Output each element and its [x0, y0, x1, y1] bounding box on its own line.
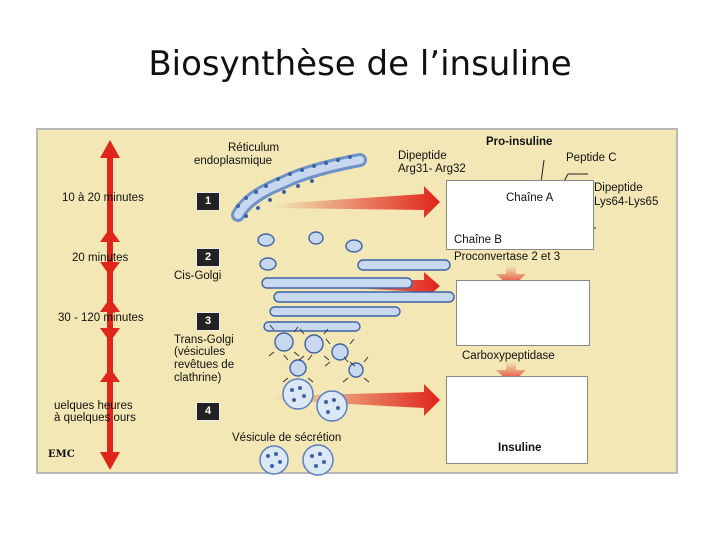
time-label-3: 30 - 120 minutes: [58, 312, 144, 324]
diagram-panel: 10 à 20 minutes 20 minutes 30 - 120 minu…: [36, 128, 678, 476]
trans-golgi-label-4: clathrine): [174, 372, 222, 384]
emc-logo: EMC: [48, 449, 75, 460]
trans-golgi-label-2: (vésicules: [174, 346, 226, 358]
dipeptide1-label-2: Arg31- Arg32: [398, 163, 466, 175]
step-badge-3: 3: [196, 312, 220, 331]
intermediate-box: [456, 280, 590, 346]
trans-golgi-label-1: Trans-Golgi: [174, 334, 234, 346]
secretory-vesicles-icon: [259, 378, 348, 476]
time-label-1: 10 à 20 minutes: [62, 192, 144, 204]
peptide-c-label: Peptide C: [566, 152, 617, 164]
endoplasmic-reticulum-icon: [231, 153, 367, 222]
insulin-label: Insuline: [498, 442, 542, 454]
dipeptide1-label-1: Dipeptide: [398, 150, 447, 162]
trans-golgi-icon: [263, 321, 370, 383]
insulin-box: [446, 376, 588, 464]
trans-golgi-label-3: revêtues de: [174, 359, 235, 371]
proinsulin-label: Pro-insuline: [486, 136, 553, 148]
re-label-2: endoplasmique: [194, 155, 273, 167]
cis-golgi-icon: [257, 231, 455, 317]
slide-title: Biosynthèse de l’insuline: [148, 44, 572, 84]
time-label-4a: uelques heures: [54, 400, 133, 412]
enzyme2-label: Carboxypeptidase: [462, 350, 555, 362]
time-label-4b: à quelques ours: [54, 412, 136, 424]
enzyme1-label: Proconvertase 2 et 3: [454, 251, 561, 263]
vesicle-label: Vésicule de sécrétion: [232, 432, 342, 444]
chain-b-label: Chaîne B: [454, 234, 502, 246]
dipeptide2-label-2: Lys64-Lys65: [594, 196, 659, 208]
step-badge-1: 1: [196, 192, 220, 211]
re-label-1: Réticulum: [228, 142, 280, 154]
chain-a-label: Chaîne A: [506, 192, 554, 204]
proinsulin-box: [446, 180, 594, 250]
cis-golgi-label: Cis-Golgi: [174, 270, 222, 282]
dipeptide2-label-1: Dipeptide: [594, 182, 643, 194]
time-arrow: [100, 140, 120, 470]
step-badge-2: 2: [196, 248, 220, 267]
time-label-2: 20 minutes: [72, 252, 129, 264]
step-badge-4: 4: [196, 402, 220, 421]
